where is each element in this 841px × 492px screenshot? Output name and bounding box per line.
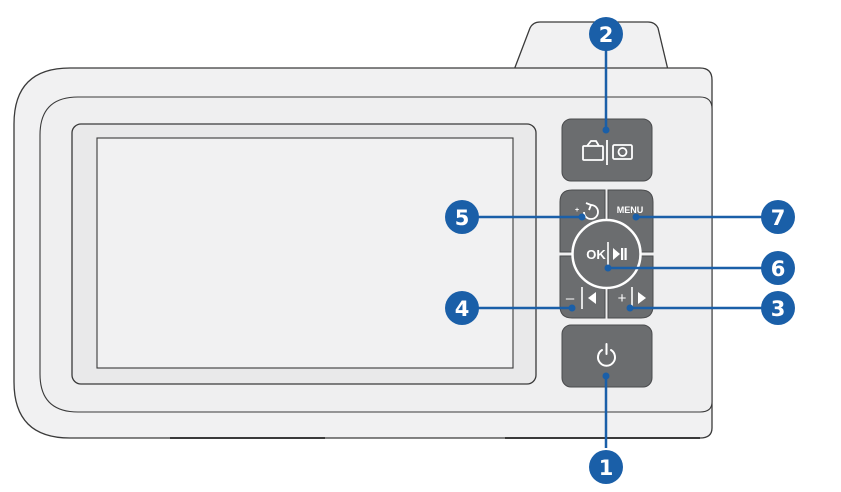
callout-2-number: 2	[599, 23, 614, 47]
callout-7-number: 7	[771, 206, 786, 230]
callout-6-number: 6	[771, 257, 786, 281]
video-camera-icon	[582, 140, 604, 161]
callout-5: 5	[445, 200, 479, 234]
svg-text:+: +	[575, 207, 579, 214]
callout-4-number: 4	[455, 297, 470, 321]
leader-lines	[477, 50, 762, 448]
right-arrow-icon	[638, 292, 646, 304]
callout-7: 7	[761, 200, 795, 234]
callout-3-number: 3	[771, 297, 786, 321]
callout-1-number: 1	[599, 456, 614, 480]
callout-2: 2	[589, 17, 623, 51]
menu-label: MENU	[617, 205, 644, 215]
callout-4: 4	[445, 291, 479, 325]
power-icon	[597, 343, 616, 367]
ok-button[interactable]	[571, 218, 642, 290]
top-bump	[513, 21, 669, 71]
screen-panel	[96, 137, 514, 369]
leader-dots	[568, 126, 640, 380]
photo-camera-icon	[612, 144, 633, 160]
callout-5-number: 5	[455, 206, 470, 230]
callout-3: 3	[761, 291, 795, 325]
mode-button[interactable]	[561, 118, 653, 182]
plus-label: +	[618, 290, 627, 307]
callout-6: 6	[761, 251, 795, 285]
ok-label: OK	[586, 247, 606, 262]
callout-1: 1	[589, 450, 623, 484]
play-pause-icon	[613, 248, 627, 260]
minus-label: –	[566, 290, 575, 307]
lcd-screen	[71, 123, 537, 385]
left-arrow-icon	[588, 292, 596, 304]
